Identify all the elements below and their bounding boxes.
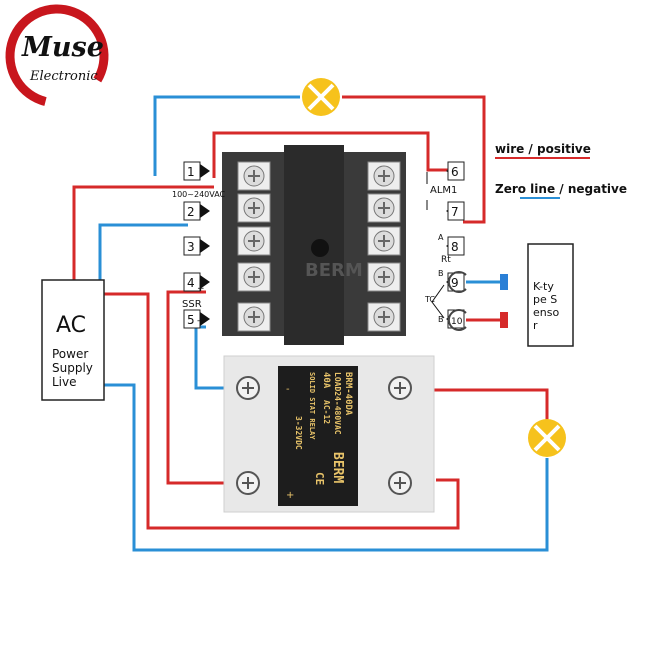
relay-model: BRM-40DA xyxy=(343,372,353,416)
screw-terminal xyxy=(367,193,401,223)
logo-brand: Muse xyxy=(21,32,104,63)
screw-terminal xyxy=(237,226,271,256)
terminal-label-right: 6 xyxy=(446,161,465,181)
terminal-label-right: 7 xyxy=(446,201,465,221)
terminal-number: 6 xyxy=(451,165,459,179)
terminal-number: 3 xyxy=(187,240,195,254)
power-label: 100~240VAC xyxy=(172,190,226,199)
ssr-label: SSR xyxy=(182,299,202,310)
tc-bracket xyxy=(431,284,445,319)
terminal-label-left: 1 xyxy=(183,161,210,181)
terminal-number: 4 xyxy=(187,276,195,290)
screw-terminal xyxy=(237,302,271,332)
temperature-controller: BERM xyxy=(222,145,406,345)
relay-plus: + xyxy=(286,490,294,501)
lamp-top xyxy=(302,78,340,116)
wire-ac-blue xyxy=(98,223,188,280)
tc-label: TC xyxy=(424,295,435,304)
relay-type: SOLID STAT RELAY xyxy=(308,372,316,440)
wire-top-red xyxy=(342,95,486,224)
terminal-number: 5 xyxy=(187,313,195,327)
screw-terminal xyxy=(237,262,271,292)
relay-ac: AC-12 xyxy=(322,400,331,424)
rt-b: B xyxy=(438,269,444,278)
wire-top-blue xyxy=(153,95,300,176)
screw-terminal xyxy=(367,226,401,256)
wire-ac-live-red xyxy=(104,292,460,530)
legend-positive: wire / positive xyxy=(495,142,591,156)
wire-lamp-red xyxy=(418,388,549,420)
terminal-labels: 1 2 3 4 5 6 7 8 9 10 xyxy=(183,161,465,329)
screw-terminal xyxy=(237,193,271,223)
ac-line3: Live xyxy=(52,375,77,389)
relay-current: 40A xyxy=(321,372,331,389)
terminal-label-left: 2 xyxy=(183,201,210,221)
relay-load: LOAD24-480VAC xyxy=(333,372,342,435)
tc-b: B xyxy=(438,315,444,324)
wires xyxy=(72,95,549,552)
wire-ssr-red xyxy=(166,290,238,485)
terminal-label-left: 4 xyxy=(183,272,210,292)
terminal-number: 7 xyxy=(451,205,459,219)
terminal-label-left: 3 xyxy=(183,236,210,256)
legend: wire / positive Zero line / negative xyxy=(495,142,627,199)
ssr-minus: - xyxy=(197,316,200,326)
terminal-label-left: 5 xyxy=(183,309,210,329)
terminal-number: 9 xyxy=(451,276,459,290)
sensor-l4: r xyxy=(533,319,538,332)
relay-brand: BERM xyxy=(330,452,345,483)
terminal-number: 1 xyxy=(187,165,195,179)
terminal-label-right: 8 xyxy=(446,236,465,256)
controller-brand: BERM xyxy=(305,260,363,281)
ac-title: AC xyxy=(56,313,86,338)
alarm-label: ALM1 xyxy=(430,185,457,196)
relay-input: 3-32VDC xyxy=(294,416,303,450)
screw-terminal xyxy=(367,262,401,292)
rt-label: Rt xyxy=(441,255,451,265)
sensor-l1: K-ty xyxy=(533,280,554,293)
logo: Muse Electronic xyxy=(5,4,109,108)
wire-ac-neutral-blue xyxy=(104,383,549,552)
terminal-number: 8 xyxy=(451,240,459,254)
relay-ce: CE xyxy=(313,472,326,485)
k-type-sensor: K-ty pe S enso r xyxy=(447,243,574,347)
solid-state-relay: BRM-40DA LOAD24-480VAC 40A AC-12 SOLID S… xyxy=(223,355,435,513)
ssr-plus: + xyxy=(197,284,205,294)
rt-a: A xyxy=(438,233,444,242)
ac-line1: Power xyxy=(52,347,88,361)
sensor-l2: pe S xyxy=(533,293,557,306)
lamp-right xyxy=(528,419,566,457)
logo-tagline: Electronic xyxy=(29,69,98,84)
ac-power-box: AC Power Supply Live xyxy=(41,279,105,401)
screw-terminal xyxy=(367,302,401,332)
ac-line2: Supply xyxy=(52,361,93,375)
terminal-number: 2 xyxy=(187,205,195,219)
terminal-number: 10 xyxy=(451,317,463,327)
wire-ssr-blue xyxy=(194,325,238,390)
screw-terminal xyxy=(237,161,271,191)
sensor-l3: enso xyxy=(533,306,559,319)
legend-negative: Zero line / negative xyxy=(495,182,627,196)
wire-ac-red xyxy=(72,185,214,280)
wire-bridge-6 xyxy=(212,131,448,178)
relay-minus: - xyxy=(286,384,290,395)
screw-terminal xyxy=(367,161,401,191)
